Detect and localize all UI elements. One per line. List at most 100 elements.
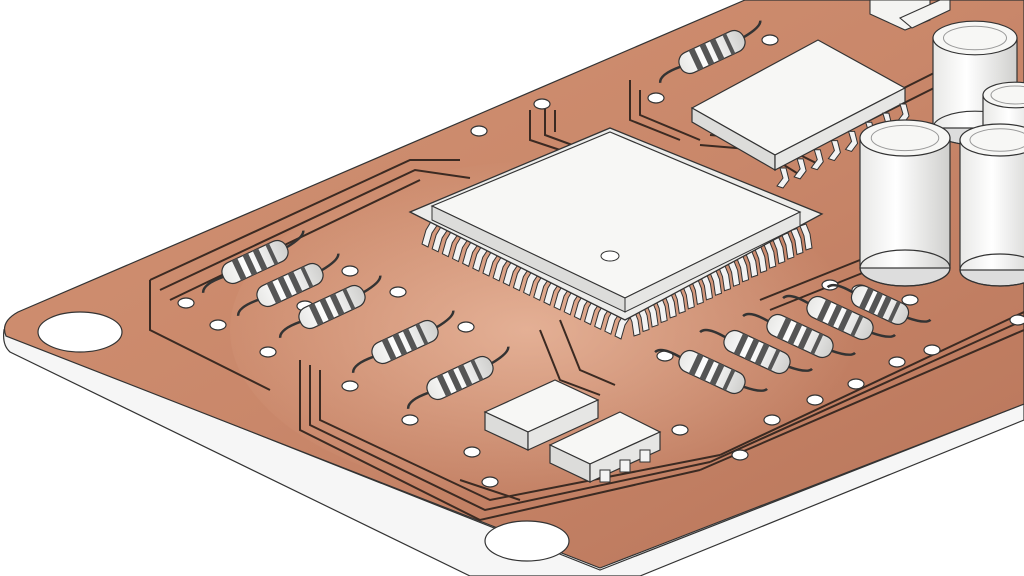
resistor [236,253,340,316]
trace [699,329,1024,471]
pad [923,344,941,356]
resistor-band [308,303,324,326]
pin-one-marker [600,250,620,262]
pad [481,476,499,488]
copper-traces [149,39,1024,522]
capacitor-top [982,81,1024,109]
pad [389,286,407,298]
resistor-lead [742,312,856,356]
capacitor [959,123,1024,287]
resistor-band [797,327,813,350]
resistors [201,20,932,409]
resistor [782,294,896,341]
capacitor-top-ring [969,128,1024,152]
chip-pin [844,130,859,153]
resistor [351,310,455,373]
trace [539,329,601,396]
resistor-lead [278,275,382,338]
resistor-lead [658,20,762,83]
resistor [658,20,762,83]
resistor [654,348,768,395]
resistor-lead [236,253,340,316]
trace [709,319,1024,463]
pad [806,394,824,406]
resistor [699,328,813,375]
resistor-band [266,281,282,304]
chip-pin [799,223,813,251]
package-pin [599,469,611,483]
pad [470,125,488,137]
resistor-lead [351,310,455,373]
resistor-band [827,304,843,327]
pad [259,346,277,358]
package-pin [639,449,651,463]
trace [639,90,701,141]
capacitor-top [959,123,1024,157]
chip-pin [810,149,824,171]
pad [763,414,781,426]
resistor-band [231,258,247,281]
resistor [278,275,382,338]
resistor-band [709,363,725,386]
resistor-lead [654,348,768,392]
trace [719,311,1024,456]
resistor-band [402,328,418,351]
resistor-band [850,315,864,337]
resistor-band [709,38,725,61]
resistor-band [688,48,704,71]
resistor-band [733,333,749,356]
resistor-lead [699,328,813,372]
electrolytic-capacitors [859,20,1024,287]
resistor-band [415,323,429,345]
pad [671,424,689,436]
resistor-band [342,288,356,310]
trace [769,269,871,311]
pad [731,449,749,461]
capacitor-top-ring [990,85,1024,105]
resistor-band [722,33,736,55]
resistor-band [381,338,397,361]
pad [401,414,419,426]
resistor-lead [406,346,510,409]
pad [847,378,865,390]
resistor-band [816,299,832,322]
qfp-microcontroller-chip [408,127,824,340]
trace [149,159,460,281]
pad [209,319,227,331]
trace [529,110,561,151]
resistor-band [252,248,268,271]
resistor-band [876,295,892,319]
trace [759,259,861,301]
resistor-band [787,322,803,345]
resistor-band [277,276,293,299]
mounting-holes [37,311,570,562]
chip-pin [776,167,790,189]
pad [341,380,359,392]
resistor-band [329,293,345,316]
resistor-band [447,369,463,392]
resistor-band [744,338,760,361]
chip-pin [793,158,807,180]
capacitor-bottom [959,253,1024,287]
trace [459,479,521,501]
pad [177,297,195,309]
capacitor-top-ring [943,25,1007,51]
pad [457,321,475,333]
pad [761,34,779,46]
trace [169,179,421,301]
pad [1009,314,1024,326]
capacitor-body [859,137,951,269]
solder-pads [177,34,1024,488]
resistor-lead [826,283,932,323]
resistor-band [859,287,874,310]
resistor-band [287,271,303,294]
resistor [201,230,305,293]
chip-side [774,87,906,171]
sot-packages [483,379,662,483]
resistor-band [754,343,770,366]
resistor [826,283,932,325]
resistor-band [457,364,473,387]
pad [341,265,359,277]
trace [559,319,616,386]
connector-header [869,0,951,31]
